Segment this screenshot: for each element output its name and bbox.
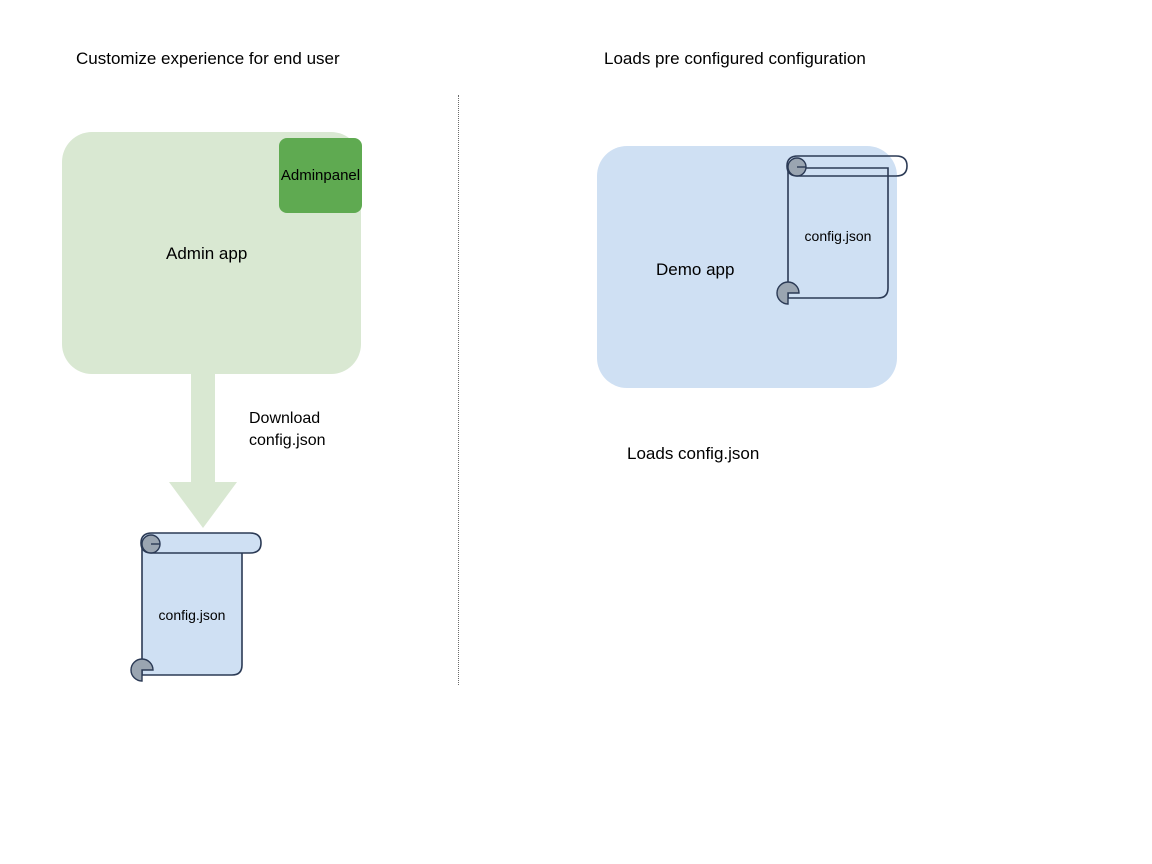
scroll-top-roll <box>786 155 908 177</box>
loads-config-caption: Loads config.json <box>627 444 760 463</box>
admin-app-label: Admin app <box>166 244 248 263</box>
config-json-scroll-icon-right[interactable]: config.json <box>772 150 912 308</box>
download-arrow-label-line1: Download <box>249 410 321 427</box>
scroll-body <box>141 544 243 676</box>
demo-app-container <box>597 146 897 388</box>
scroll-label-left: config.json <box>159 607 226 623</box>
admin-panel-label-line1: Admin <box>280 167 324 184</box>
config-json-scroll-icon-left[interactable]: config.json <box>118 527 266 689</box>
scroll-body <box>787 167 889 299</box>
scroll-label-right: config.json <box>805 228 872 244</box>
right-column-title: Loads pre configured configuration <box>604 49 866 68</box>
download-arrow-label-line2: config.json <box>249 432 326 449</box>
scroll-bottom-curl <box>130 658 154 682</box>
column-divider <box>458 95 459 685</box>
left-column-title: Customize experience for end user <box>76 49 340 68</box>
download-arrow-label: Download config.json <box>249 408 326 452</box>
admin-panel-label-line2: panel <box>323 167 361 184</box>
download-arrow-icon <box>169 370 237 528</box>
scroll-top-roll <box>140 532 262 554</box>
demo-app-label: Demo app <box>656 260 735 279</box>
scroll-bottom-curl <box>776 281 800 305</box>
admin-panel-badge[interactable]: Admin panel <box>279 138 362 213</box>
